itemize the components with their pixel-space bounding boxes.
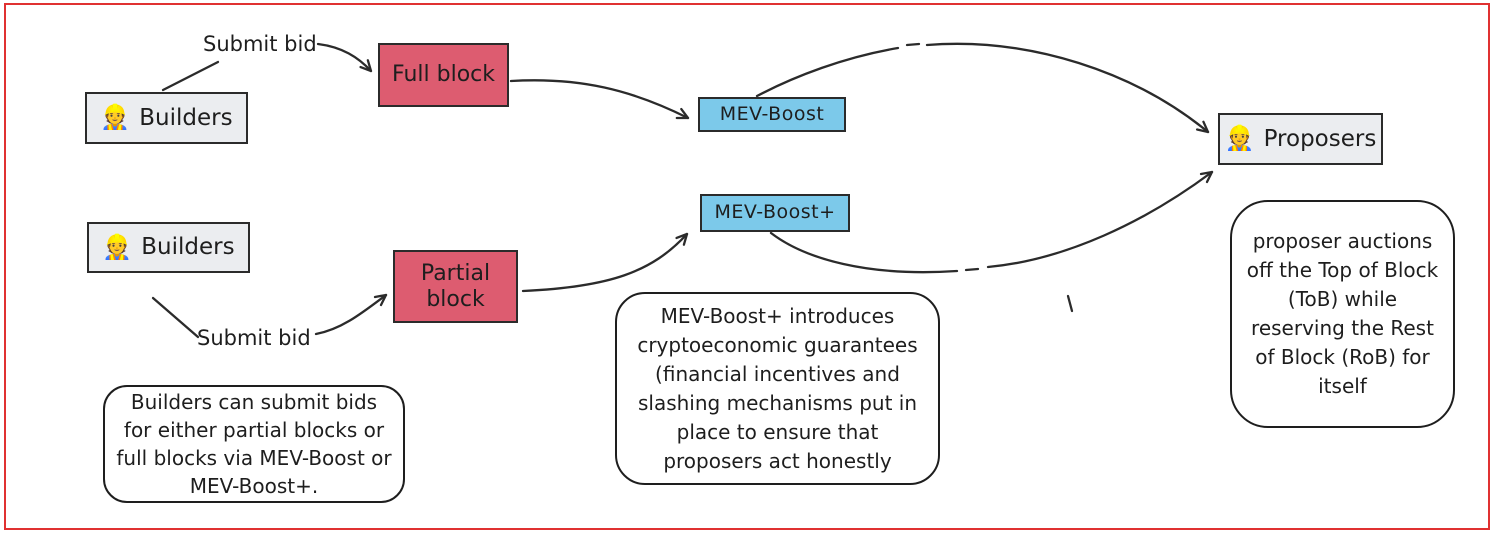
- edge-label-to-full-block: [316, 42, 373, 73]
- node-label: MEV-Boost+: [714, 201, 836, 224]
- edge-label-submit-bid-bottom: Submit bid: [197, 326, 311, 350]
- edge-mev-boost-to-proposers-a: [755, 46, 900, 98]
- node-full-block: Full block: [378, 43, 509, 107]
- node-partial-block: Partial block: [393, 250, 518, 323]
- edge-builders-bottom-to-label: [151, 296, 200, 339]
- note-text: Builders can submit bids for either part…: [116, 390, 392, 498]
- edge-mev-boost-plus-to-proposers-a: [769, 231, 959, 274]
- node-label: MEV-Boost: [719, 102, 825, 125]
- node-label: Builders: [139, 104, 233, 131]
- node-label: Partial block: [420, 261, 491, 312]
- edge-mev-boost-plus-to-proposers-b: [986, 170, 1214, 269]
- edge-label-to-partial-block: [314, 293, 388, 336]
- edge-mev-boost-plus-to-proposers-dash: [964, 267, 980, 272]
- edge-mev-boost-to-proposers-dash: [905, 42, 921, 47]
- note-mev-boost-plus-explanation: MEV-Boost+ introduces cryptoeconomic gua…: [615, 292, 940, 485]
- edge-label-submit-bid-top: Submit bid: [203, 32, 317, 56]
- node-builders-top: 👷 Builders: [85, 92, 248, 144]
- note-builders-explanation: Builders can submit bids for either part…: [103, 385, 405, 503]
- node-mev-boost: MEV-Boost: [698, 97, 846, 132]
- note-text: proposer auctions off the Top of Block (…: [1246, 229, 1439, 398]
- edge-builders-top-to-label: [161, 60, 220, 92]
- node-mev-boost-plus: MEV-Boost+: [700, 194, 850, 232]
- builder-emoji-icon: 👷: [100, 103, 131, 132]
- note-proposers-explanation: proposer auctions off the Top of Block (…: [1230, 200, 1455, 428]
- node-label: Proposers: [1263, 125, 1377, 152]
- stray-tick-mark: [1066, 294, 1074, 313]
- edge-full-block-to-mev-boost: [509, 79, 690, 120]
- builder-emoji-icon: 👷: [102, 232, 133, 261]
- node-proposers: 👷 Proposers: [1218, 113, 1383, 165]
- node-builders-bottom: 👷 Builders: [87, 222, 250, 273]
- edge-partial-block-to-mev-boost-plus: [521, 232, 689, 293]
- node-label: Full block: [392, 62, 495, 88]
- note-text: MEV-Boost+ introduces cryptoeconomic gua…: [637, 303, 918, 473]
- edge-mev-boost-to-proposers-b: [925, 42, 1210, 134]
- builder-emoji-icon: 👷: [1224, 124, 1255, 153]
- node-label: Builders: [141, 234, 235, 261]
